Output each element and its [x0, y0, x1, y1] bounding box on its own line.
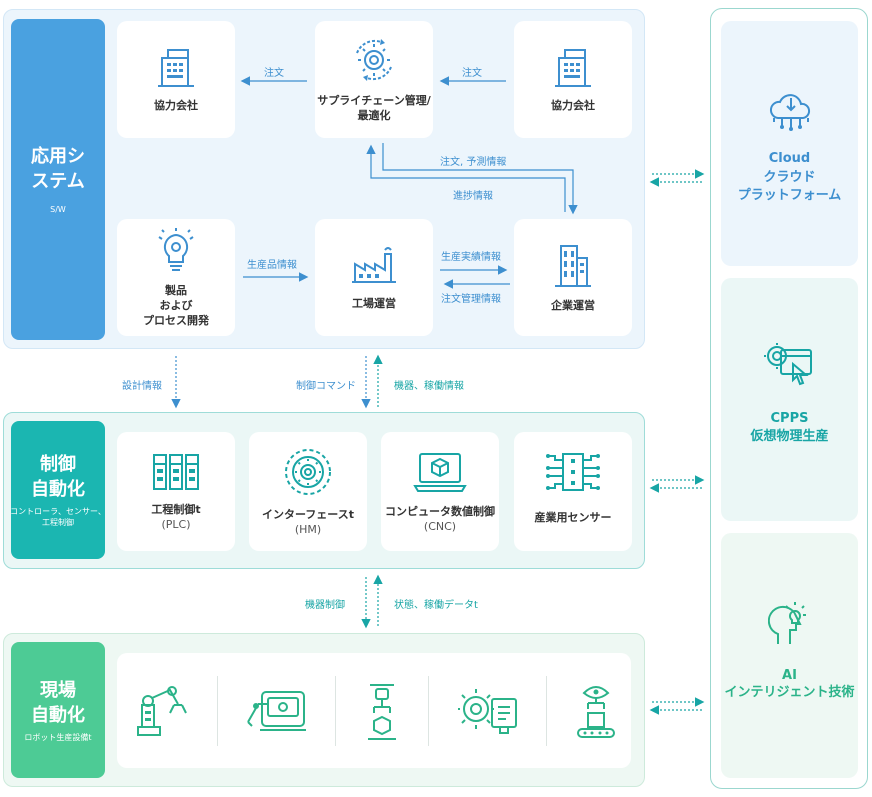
hmi-sub: (HM) [294, 522, 322, 536]
laptop-cube-icon [413, 452, 467, 492]
app-system-sub: S/W [50, 205, 66, 214]
production-results-label: 生産実績情報 [441, 252, 501, 263]
gear-click-icon [764, 343, 812, 386]
sensor-label: 産業用センサー [534, 511, 612, 524]
interface-gear-icon [285, 448, 331, 495]
app-system-title: 応用シ ステム [31, 146, 85, 192]
factory-icon [352, 247, 396, 283]
supply-chain-label: サプライチェーン管理/ 最適化 [317, 93, 431, 122]
supply-chain-card[interactable]: サプライチェーン管理/ 最適化 [315, 21, 433, 138]
equipment-control-label: 機器制御 [305, 600, 345, 611]
app-system-label: 応用シ ステム S/W [11, 19, 105, 340]
product-dev-card[interactable]: 製品 および プロセス開発 [117, 219, 235, 336]
building-icon [158, 49, 194, 87]
divider [334, 675, 336, 746]
cloud-icon [769, 94, 811, 131]
plc-label: 工程制御t [151, 502, 201, 516]
gear-monitor-icon[interactable] [456, 683, 520, 739]
field-sub: ロボット生産設備t [24, 732, 92, 742]
cnc-machine-icon[interactable] [244, 686, 308, 736]
divider [546, 675, 548, 746]
plc-icon [153, 453, 199, 490]
cloud-jp: クラウド プラットフォーム [737, 170, 842, 203]
factory-label: 工場運営 [352, 297, 396, 310]
cpps-jp: 仮想物理生産 [750, 429, 829, 444]
ai-en: AI [782, 668, 797, 683]
lightbulb-gear-icon [158, 228, 194, 271]
cpps-en: CPPS [770, 411, 809, 426]
ai-head-icon [768, 602, 806, 644]
order-mgmt-label: 注文管理情報 [441, 294, 501, 305]
order-forecast-label: 注文, 予測情報 [440, 157, 507, 168]
partner-left-card[interactable]: 協力会社 [117, 21, 235, 138]
order-right-label: 注文 [462, 68, 482, 79]
ai-panel[interactable] [721, 533, 858, 778]
design-info-label: 設計情報 [122, 381, 162, 392]
hmi-label: インターフェースt [261, 507, 355, 521]
control-label: 制御 自動化 コントローラ、センサー、 工程制御 [10, 421, 106, 559]
cpps-panel[interactable] [721, 278, 858, 521]
building-icon [555, 49, 591, 87]
sensor-card[interactable]: 産業用センサー [514, 432, 632, 551]
chip-sensor-icon [546, 453, 600, 491]
partner-right-label: 協力会社 [551, 99, 595, 112]
progress-label: 進捗情報 [453, 191, 493, 202]
enterprise-card[interactable]: 企業運営 [514, 219, 632, 336]
gear-cycle-icon [356, 38, 392, 81]
office-building-icon [555, 245, 591, 287]
status-data-label: 状態、稼働データt [394, 600, 478, 611]
hmi-card[interactable]: インターフェースt (HM) [249, 432, 367, 551]
partner-right-card[interactable]: 協力会社 [514, 21, 632, 138]
cloud-en: Cloud [768, 151, 811, 166]
field-title: 現場 自動化 [31, 679, 85, 726]
control-command-label: 制御コマンド [296, 381, 356, 392]
ai-jp: インテリジェント技術 [724, 685, 855, 700]
control-title: 制御 自動化 [31, 454, 85, 500]
product-info-label: 生産品情報 [247, 260, 297, 271]
gripper-icon[interactable] [362, 681, 402, 741]
divider [428, 675, 430, 746]
cloud-panel[interactable] [721, 21, 858, 266]
factory-card[interactable]: 工場運営 [315, 219, 433, 336]
enterprise-label: 企業運営 [551, 299, 595, 312]
control-sub: コントローラ、センサー、 工程制御 [10, 507, 106, 527]
partner-left-label: 協力会社 [154, 99, 198, 112]
product-dev-label: 製品 および プロセス開発 [143, 284, 209, 327]
plc-sub: (PLC) [161, 517, 191, 531]
field-label: 現場 自動化 ロボット生産設備t [11, 642, 105, 778]
field-devices-card [117, 653, 631, 768]
robot-arm-icon[interactable] [130, 683, 190, 739]
divider [216, 675, 218, 746]
vision-conveyor-icon[interactable] [574, 681, 618, 741]
cnc-label: コンピュータ数値制御 [385, 504, 495, 518]
equipment-info-label: 機器、稼働情報 [394, 381, 464, 392]
cnc-sub: (CNC) [423, 519, 457, 533]
plc-card[interactable]: 工程制御t (PLC) [117, 432, 235, 551]
cnc-card[interactable]: コンピュータ数値制御 (CNC) [381, 432, 499, 551]
order-left-label: 注文 [264, 68, 284, 79]
